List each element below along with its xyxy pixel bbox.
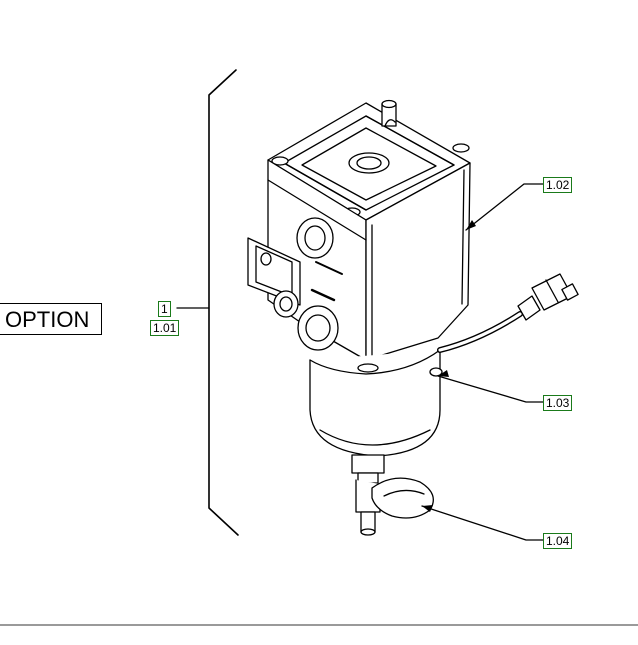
bottom-divider	[0, 624, 638, 626]
leader-104	[421, 505, 544, 541]
callout-1-03: 1.03	[543, 395, 573, 411]
option-label: OPTION	[0, 303, 102, 335]
leader-103	[437, 375, 544, 403]
callout-1-04: 1.04	[543, 533, 573, 549]
callout-assembly: 1	[158, 301, 171, 317]
filter-bowl	[309, 349, 443, 484]
assembly-bracket	[208, 69, 239, 536]
leader-102	[465, 183, 544, 231]
sensor-cable	[437, 273, 579, 353]
filter-head	[247, 99, 471, 361]
callout-1-01: 1.01	[150, 320, 180, 336]
callout-1-02: 1.02	[543, 177, 573, 193]
